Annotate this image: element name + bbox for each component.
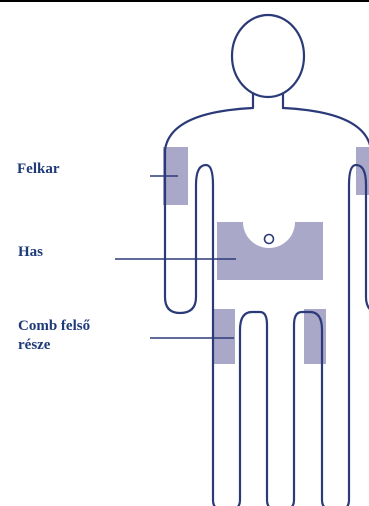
left-thigh-zone (213, 309, 235, 364)
right-shoulder-outline (283, 94, 369, 150)
thigh-label-line1: Comb felső (18, 317, 138, 336)
thigh-label: Comb felső része (18, 317, 138, 355)
abdomen-label: Has (18, 243, 43, 262)
body-outline (165, 94, 369, 506)
thigh-label-line2: része (18, 336, 138, 355)
head-outline (232, 15, 304, 97)
abdomen-zone (217, 222, 323, 280)
upper-arm-label: Felkar (17, 160, 60, 179)
navel-circle-icon (265, 235, 274, 244)
